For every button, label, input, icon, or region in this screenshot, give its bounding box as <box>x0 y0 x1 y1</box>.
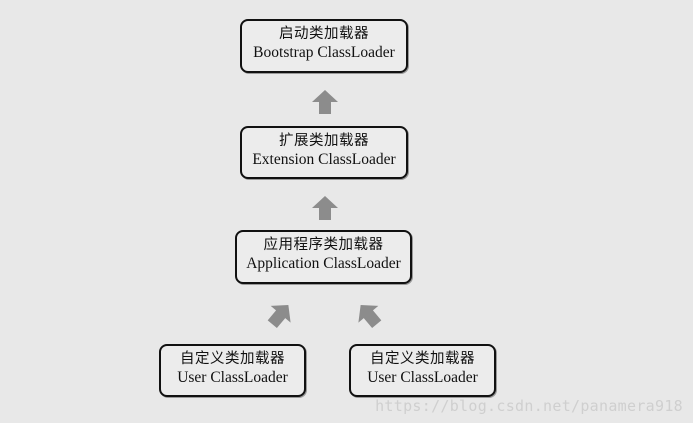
bootstrap-classloader-node: 启动类加载器 Bootstrap ClassLoader <box>240 19 408 73</box>
node-label-zh: 扩展类加载器 <box>279 133 369 149</box>
application-classloader-node: 应用程序类加载器 Application ClassLoader <box>235 230 412 284</box>
node-label-en: Application ClassLoader <box>246 255 401 272</box>
arrow-up-icon <box>312 196 338 220</box>
node-label-zh: 应用程序类加载器 <box>263 237 384 253</box>
arrow-up-left-icon <box>358 305 382 329</box>
extension-classloader-node: 扩展类加载器 Extension ClassLoader <box>240 126 408 179</box>
arrow-up-icon <box>312 90 338 114</box>
user-classloader-node: 自定义类加载器 User ClassLoader <box>159 344 306 397</box>
node-label-en: Extension ClassLoader <box>252 151 396 168</box>
user-classloader-node: 自定义类加载器 User ClassLoader <box>349 344 496 397</box>
node-label-en: Bootstrap ClassLoader <box>253 44 395 61</box>
arrow-up-right-icon <box>267 305 291 329</box>
watermark-url: https://blog.csdn.net/panamera918 <box>375 397 683 415</box>
node-label-zh: 自定义类加载器 <box>370 351 475 367</box>
node-label-zh: 自定义类加载器 <box>180 351 285 367</box>
node-label-zh: 启动类加载器 <box>279 26 369 42</box>
node-label-en: User ClassLoader <box>367 369 478 386</box>
node-label-en: User ClassLoader <box>177 369 288 386</box>
